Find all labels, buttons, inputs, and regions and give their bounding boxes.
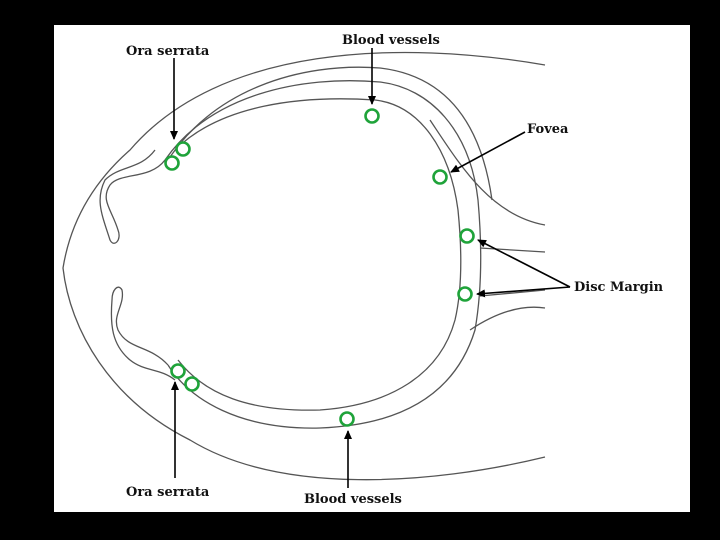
labels: Ora serrata Blood vessels Fovea Disc Mar… [126,33,664,507]
marker-ora-serrata-bottom-2 [184,376,200,392]
label-ora-serrata-bottom: Ora serrata [126,485,210,500]
arrows [170,48,571,488]
sclera-inner-line [164,66,493,201]
arrow-fovea [450,131,526,173]
retina-middle-line [164,80,482,429]
white-panel [54,25,690,512]
ciliary-lower [110,286,176,381]
label-fovea: Fovea [527,122,569,137]
label-blood-vessels-bottom: Blood vessels [304,492,402,507]
optic-nerve-upper [479,247,546,253]
marker-ora-serrata-bottom-1 [170,363,186,379]
arrow-disc-margin-lower [476,286,571,298]
arrow-disc-margin-upper [477,239,571,288]
retina-inner-line [174,98,462,411]
optic-nerve-top [429,119,546,226]
eye-outline [62,51,546,481]
ciliary-upper [99,149,166,244]
marker-ora-serrata-top-2 [164,155,180,171]
optic-nerve-bottom [469,306,546,331]
markers [164,108,475,427]
marker-blood-vessel-top [364,108,380,124]
marker-blood-vessel-bottom [339,411,355,427]
label-disc-margin: Disc Margin [574,280,664,295]
marker-fovea [432,169,448,185]
label-ora-serrata-top: Ora serrata [126,44,210,59]
sclera-outer-line [62,51,546,481]
marker-ora-serrata-top-1 [175,141,191,157]
optic-nerve-lower [479,289,546,297]
marker-disc-margin-upper [459,228,475,244]
marker-disc-margin-lower [457,286,473,302]
label-blood-vessels-top: Blood vessels [342,33,440,48]
